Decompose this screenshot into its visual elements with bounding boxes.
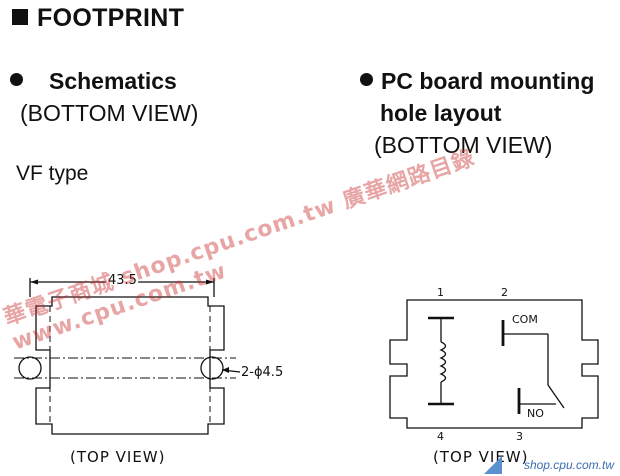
square-bullet-icon — [12, 9, 28, 25]
pin-label-2: 2 — [501, 286, 508, 299]
hole-leader-arrow — [222, 367, 229, 373]
schematics-heading-text: Schematics — [49, 68, 177, 94]
right-caption: (TOP VIEW) — [433, 448, 529, 466]
section-title: FOOTPRINT — [12, 4, 184, 33]
pin-label-4: 4 — [437, 430, 444, 443]
hole-label: 2-ϕ4.5 — [241, 365, 283, 380]
vf-type-label: VF type — [16, 162, 89, 185]
no-label: NO — [527, 407, 544, 420]
pcb-layout-drawing — [389, 299, 599, 429]
com-label: COM — [512, 313, 538, 326]
site-logo-icon — [484, 456, 502, 474]
left-caption: (TOP VIEW) — [70, 448, 166, 466]
pcb-heading-line1: PC board mounting — [381, 68, 595, 94]
schematics-subheading: (BOTTOM VIEW) — [20, 100, 199, 126]
pcb-heading-line2: hole layout — [380, 100, 502, 126]
mount-hole-left — [18, 356, 42, 380]
switch-arm — [547, 384, 565, 409]
pin-label-1: 1 — [437, 286, 444, 299]
pcb-subheading: (BOTTOM VIEW) — [374, 132, 553, 158]
pcb-heading: PC board mounting — [360, 68, 594, 95]
pin-label-3: 3 — [516, 430, 523, 443]
dimension-arrow-right — [206, 279, 214, 285]
bullet-icon — [360, 73, 373, 86]
bullet-icon — [10, 73, 23, 86]
footer-site-mark: shop.cpu.com.tw — [523, 458, 614, 472]
footprint-outline — [35, 296, 225, 435]
schematics-heading: Schematics — [10, 68, 177, 95]
coil-winding — [439, 341, 447, 383]
footprint-drawing — [14, 278, 241, 435]
mount-hole-right — [200, 356, 224, 380]
dimension-label: 43.5 — [108, 273, 137, 288]
dimension-arrow-left — [30, 279, 38, 285]
pcb-outline — [389, 299, 599, 429]
section-title-text: FOOTPRINT — [37, 4, 185, 32]
